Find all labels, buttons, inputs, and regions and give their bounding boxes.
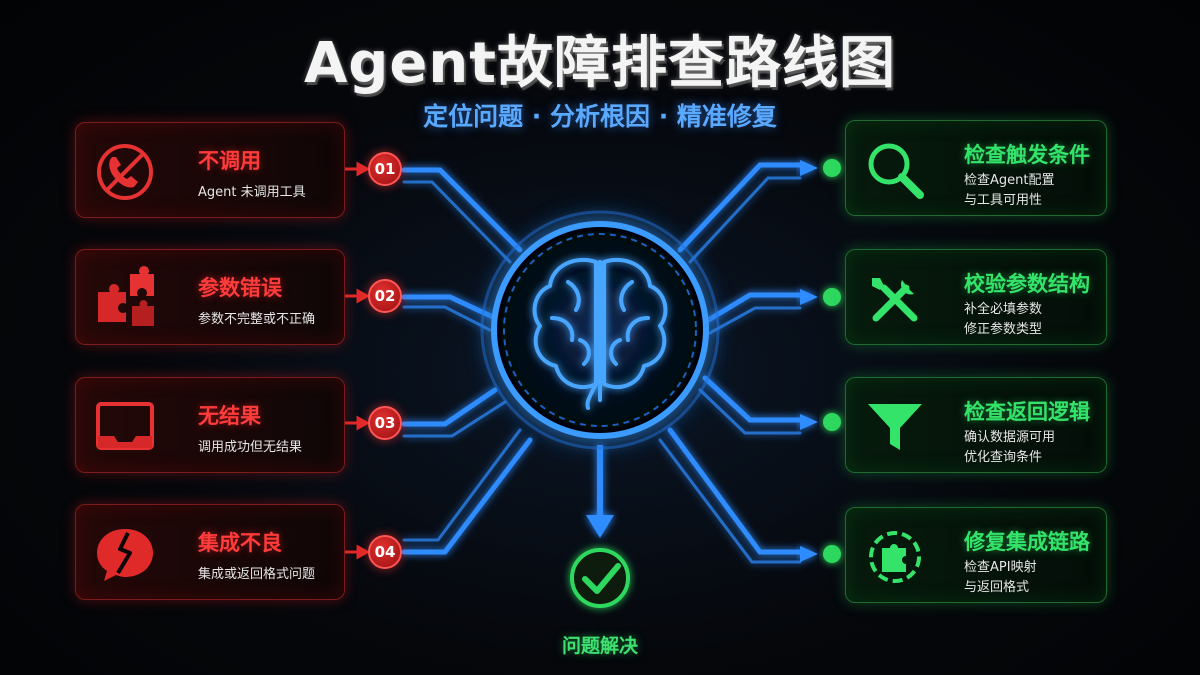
right-arrowheads xyxy=(800,160,818,562)
solution-desc-line: 与工具可用性 xyxy=(964,193,1043,208)
page-subtitle: 定位问题 · 分析根因 · 精准修复 xyxy=(423,102,777,131)
green-endpoints xyxy=(823,159,841,563)
solution-desc-line: 与返回格式 xyxy=(964,580,1030,595)
broken-chat-icon xyxy=(97,529,153,581)
puzzle-pieces-icon xyxy=(98,266,154,326)
problem-title: 不调用 xyxy=(198,149,261,173)
solution-title: 检查返回逻辑 xyxy=(964,400,1090,424)
problem-desc: 调用成功但无结果 xyxy=(198,440,303,455)
problem-card-1: 不调用 Agent 未调用工具 xyxy=(75,122,345,218)
solution-desc-line: 优化查询条件 xyxy=(964,450,1043,465)
solution-card-3: 检查返回逻辑 确认数据源可用 优化查询条件 xyxy=(845,377,1107,473)
solution-desc-line: 确认数据源可用 xyxy=(964,430,1056,445)
problem-desc: 集成或返回格式问题 xyxy=(198,567,316,582)
problem-card-2: 参数错误 参数不完整或不正确 xyxy=(75,249,345,345)
solution-card-2: 校验参数结构 补全必填参数 修正参数类型 xyxy=(845,249,1107,345)
step-badge-01: 01 xyxy=(368,152,402,186)
down-arrow xyxy=(586,445,614,538)
problem-title: 无结果 xyxy=(198,404,261,428)
left-wires xyxy=(401,167,533,555)
problem-card-3: 无结果 调用成功但无结果 xyxy=(75,377,345,473)
solution-desc: 检查Agent配置 与工具可用性 xyxy=(964,171,1054,211)
empty-tray-icon xyxy=(96,402,154,450)
solution-card-4: 修复集成链路 检查API映射 与返回格式 xyxy=(845,507,1107,603)
problem-desc: 参数不完整或不正确 xyxy=(198,312,316,327)
problem-card-4: 集成不良 集成或返回格式问题 xyxy=(75,504,345,600)
red-connectors xyxy=(345,161,371,560)
solution-desc: 确认数据源可用 优化查询条件 xyxy=(964,428,1055,468)
solution-desc-line: 检查Agent配置 xyxy=(964,173,1055,188)
resolution-label: 问题解决 xyxy=(561,635,638,657)
solution-desc-line: 检查API映射 xyxy=(964,560,1037,575)
tools-icon xyxy=(872,278,918,322)
page-title: Agent故障排查路线图 xyxy=(303,31,897,96)
solution-desc: 补全必填参数 修正参数类型 xyxy=(964,300,1042,340)
step-badge-02: 02 xyxy=(368,279,402,313)
problem-title: 参数错误 xyxy=(198,276,282,300)
solution-card-1: 检查触发条件 检查Agent配置 与工具可用性 xyxy=(845,120,1107,216)
solution-desc-line: 修正参数类型 xyxy=(964,322,1043,337)
step-badge-03: 03 xyxy=(368,406,402,440)
funnel-icon xyxy=(868,404,922,450)
solution-desc: 检查API映射 与返回格式 xyxy=(964,558,1037,598)
solution-title: 校验参数结构 xyxy=(964,272,1090,296)
magnifier-icon xyxy=(868,143,924,199)
phone-blocked-icon xyxy=(97,144,153,200)
problem-desc: Agent 未调用工具 xyxy=(198,185,306,200)
puzzle-gear-icon xyxy=(869,531,921,583)
check-circle-icon xyxy=(570,548,630,608)
brain-icon xyxy=(532,257,668,410)
step-badge-04: 04 xyxy=(368,535,402,569)
right-wires xyxy=(658,162,803,564)
solution-desc-line: 补全必填参数 xyxy=(964,302,1043,317)
solution-title: 修复集成链路 xyxy=(964,530,1090,554)
problem-title: 集成不良 xyxy=(198,531,282,555)
solution-title: 检查触发条件 xyxy=(964,143,1090,167)
